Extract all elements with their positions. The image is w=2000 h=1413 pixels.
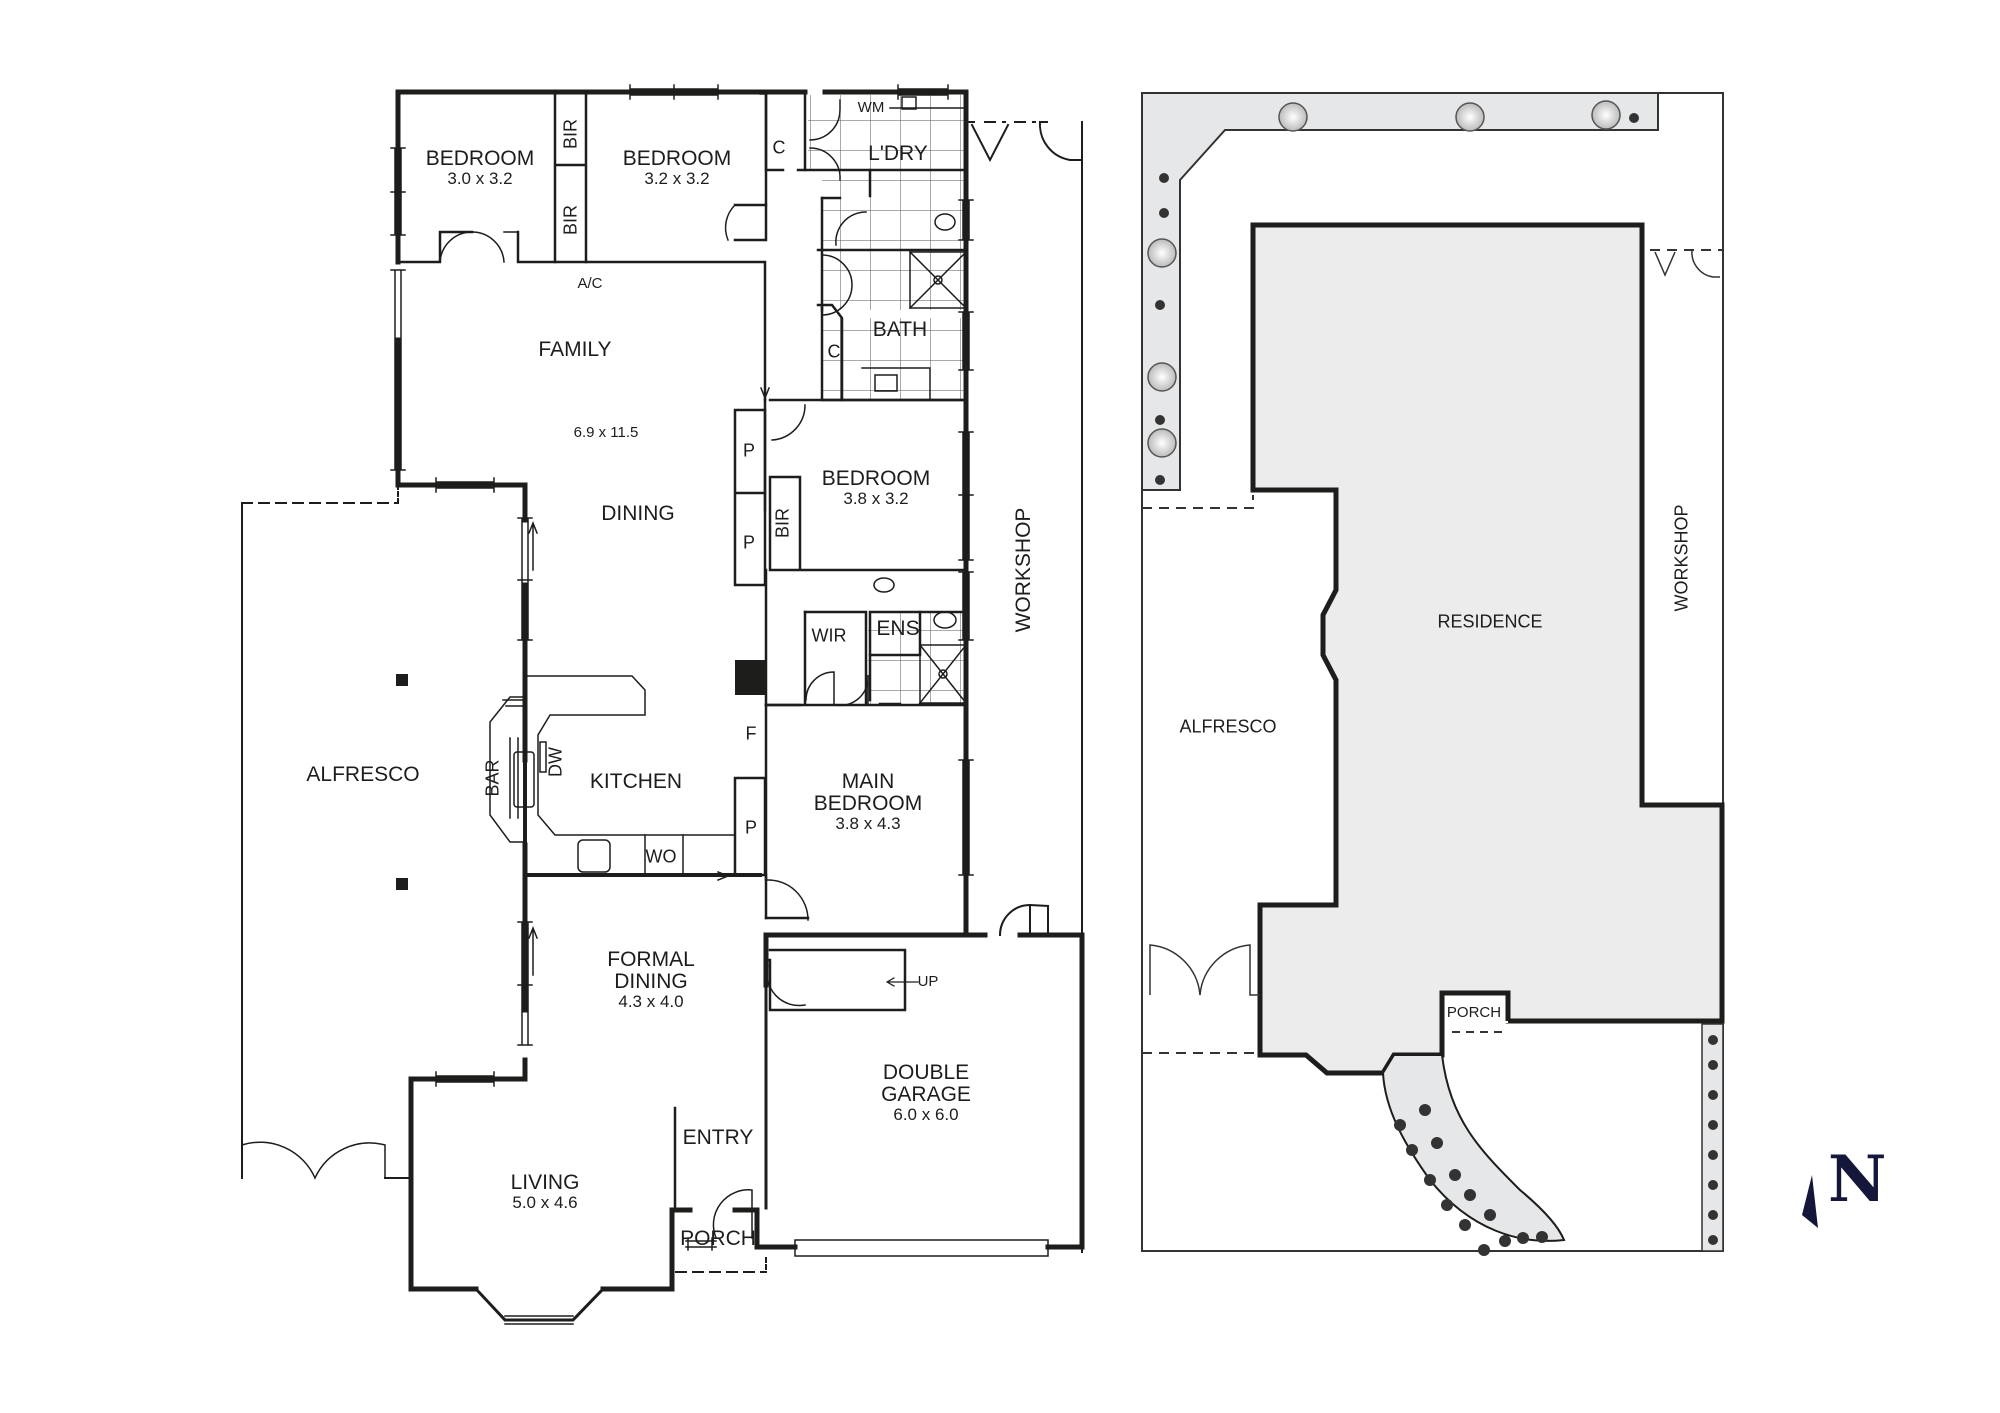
family-dimension: 6.9 x 11.5 (573, 424, 639, 442)
residence-footprint (1250, 222, 1725, 1076)
tree-symbols (1147, 100, 1621, 458)
label-bir-1: BIR (560, 118, 581, 150)
label-pantry-1: P (742, 440, 756, 461)
site-plan (1141, 92, 1725, 1256)
floor-plan (241, 84, 1085, 1325)
label-walk-in-robe: WIR (811, 625, 847, 646)
label-bir-2: BIR (560, 204, 581, 236)
label-dishwasher: DW (545, 747, 566, 777)
label-wall-oven: WO (645, 846, 677, 867)
shrub-dots (1155, 113, 1718, 1256)
label-bar: BAR (482, 759, 503, 797)
north-indicator: N (1828, 1142, 1887, 1217)
room-label-family: FAMILY (538, 337, 612, 361)
label-fridge: F (745, 723, 757, 744)
site-label-residence: RESIDENCE (1437, 611, 1543, 632)
site-label-porch: PORCH (1446, 1004, 1502, 1022)
room-label-ensuite: ENS (876, 616, 920, 640)
label-pantry-3: P (744, 817, 758, 838)
label-cupboard-2: C (827, 341, 841, 362)
room-label-bath: BATH (872, 317, 928, 341)
room-label-alfresco: ALFRESCO (306, 762, 420, 786)
windows (390, 84, 1049, 1257)
room-label-kitchen: KITCHEN (589, 769, 683, 793)
room-label-porch: PORCH (680, 1226, 756, 1250)
label-air-conditioner: A/C (577, 275, 603, 293)
label-washing-machine: WM (857, 99, 885, 117)
room-label-laundry: L'DRY (868, 141, 928, 165)
room-label-dining: DINING (601, 501, 675, 525)
site-label-alfresco: ALFRESCO (1179, 716, 1277, 737)
label-stairs-up: UP (917, 973, 939, 991)
site-label-workshop: WORKSHOP (1671, 504, 1692, 612)
label-bir-3: BIR (772, 507, 793, 539)
label-pantry-2: P (742, 532, 756, 553)
room-label-entry: ENTRY (682, 1125, 754, 1149)
room-label-workshop: WORKSHOP (1011, 507, 1035, 633)
garden-bed (1141, 92, 1659, 491)
north-arrow-icon (1802, 1175, 1818, 1228)
label-cupboard-1: C (772, 137, 786, 158)
